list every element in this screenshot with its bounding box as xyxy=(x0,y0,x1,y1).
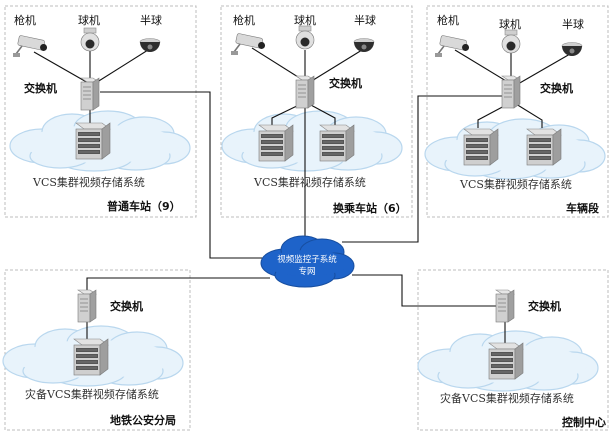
vcs-label: VCS集群视频存储系统 xyxy=(459,177,572,191)
hemi-camera-label: 半球 xyxy=(354,13,376,27)
hemi-camera-icon xyxy=(139,38,161,53)
backup-vcs-label: 灾备VCS集群视频存储系统 xyxy=(25,387,159,401)
gun-camera-label: 枪机 xyxy=(14,13,36,27)
vcs-label: VCS集群视频存储系统 xyxy=(32,175,145,189)
gun-camera-label: 枪机 xyxy=(437,13,459,27)
switch-icon xyxy=(495,289,515,323)
gun-camera-label: 枪机 xyxy=(233,13,255,27)
transfer-station-label: 换乘车站（6） xyxy=(333,201,407,215)
switch-icon xyxy=(77,289,97,323)
network-cloud-icon xyxy=(260,235,355,288)
police-bureau-box xyxy=(4,269,191,431)
switch-label: 交换机 xyxy=(540,81,573,95)
network-label-line1: 视频监控子系统 xyxy=(277,254,337,265)
switch-label: 交换机 xyxy=(110,299,143,313)
transfer-station-box xyxy=(220,5,413,218)
switch-label: 交换机 xyxy=(528,299,561,313)
storage-cloud xyxy=(221,110,403,172)
depot-label: 车辆段 xyxy=(566,201,599,215)
hemi-camera-label: 半球 xyxy=(562,17,584,31)
vcs-label: VCS集群视频存储系统 xyxy=(253,175,366,189)
dome-camera-icon xyxy=(501,29,521,54)
switch-label: 交换机 xyxy=(329,76,362,90)
network-links xyxy=(33,47,571,346)
switch-label: 交换机 xyxy=(24,81,57,95)
police-bureau-label: 地铁公安分局 xyxy=(110,413,176,427)
backup-vcs-label: 灾备VCS集群视频存储系统 xyxy=(440,391,574,405)
dome-camera-label: 球机 xyxy=(78,13,100,27)
gun-camera-icon xyxy=(434,34,471,58)
dome-camera-icon xyxy=(295,25,315,50)
switch-icon xyxy=(501,75,521,109)
hemi-camera-icon xyxy=(353,38,375,53)
control-center-label: 控制中心 xyxy=(562,415,606,429)
switch-icon xyxy=(80,77,100,111)
control-center-box xyxy=(417,269,609,431)
storage-cloud xyxy=(424,118,606,180)
normal-station-label: 普通车站（9） xyxy=(107,199,181,213)
switch-icon xyxy=(295,75,315,109)
normal-station-box xyxy=(4,5,197,218)
gun-camera-icon xyxy=(12,34,49,58)
dome-camera-label: 球机 xyxy=(499,17,521,31)
hemi-camera-label: 半球 xyxy=(140,13,162,27)
network-label-line2: 专网 xyxy=(298,266,315,277)
depot-box xyxy=(426,5,609,218)
gun-camera-icon xyxy=(230,32,267,56)
hemi-camera-icon xyxy=(561,42,583,57)
dome-camera-label: 球机 xyxy=(294,13,316,27)
dome-camera-icon xyxy=(80,27,100,52)
